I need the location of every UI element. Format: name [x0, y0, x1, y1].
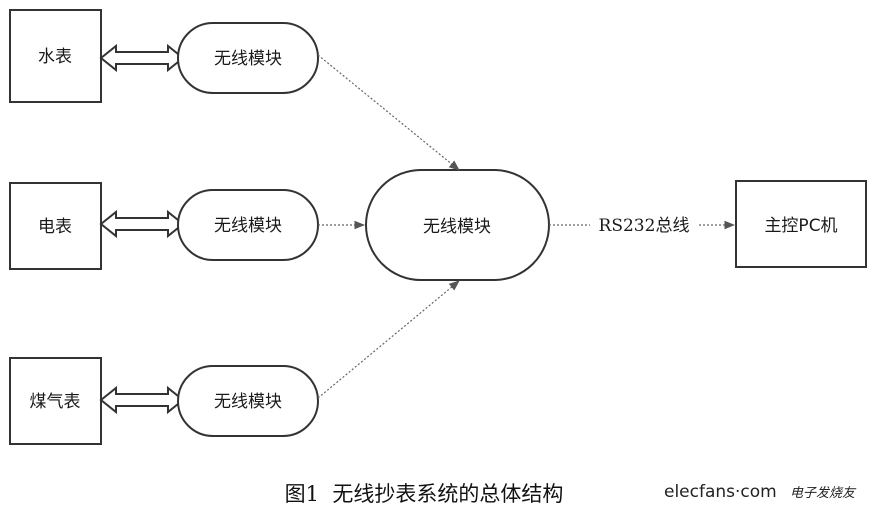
central-wireless-module: 无线模块: [365, 169, 550, 281]
electric-bidirectional-arrow: [99, 209, 185, 239]
gas-bidirectional-arrow: [99, 385, 185, 415]
figure-caption: 图1 无线抄表系统的总体结构: [285, 482, 564, 506]
water-wireless-module: 无线模块: [177, 22, 319, 94]
water-to-central-arrow: [317, 54, 460, 171]
electric-module-label: 无线模块: [214, 216, 282, 236]
watermark-cn: 电子发烧友: [790, 486, 857, 501]
gas-wireless-module: 无线模块: [177, 365, 319, 437]
host-pc-node: 主控PC机: [735, 180, 867, 268]
electric-wireless-module: 无线模块: [177, 189, 319, 261]
electric-meter-label: 电表: [38, 217, 72, 237]
host-pc-label: 主控PC机: [764, 216, 837, 236]
water-module-label: 无线模块: [214, 49, 282, 69]
gas-to-central-arrow: [317, 280, 460, 399]
water-bidirectional-arrow: [99, 43, 185, 73]
water-meter-label: 水表: [38, 47, 72, 67]
gas-module-label: 无线模块: [214, 392, 282, 412]
central-module-label: 无线模块: [423, 217, 491, 237]
watermark-site: elecfans·com: [664, 482, 777, 502]
watermark: elecfans·com 电子发烧友: [664, 482, 857, 502]
water-meter-node: 水表: [9, 9, 102, 103]
gas-meter-label: 煤气表: [30, 392, 81, 412]
gas-meter-node: 煤气表: [9, 357, 102, 445]
bus-label: RS232总线: [599, 216, 690, 236]
electric-meter-node: 电表: [9, 182, 102, 270]
